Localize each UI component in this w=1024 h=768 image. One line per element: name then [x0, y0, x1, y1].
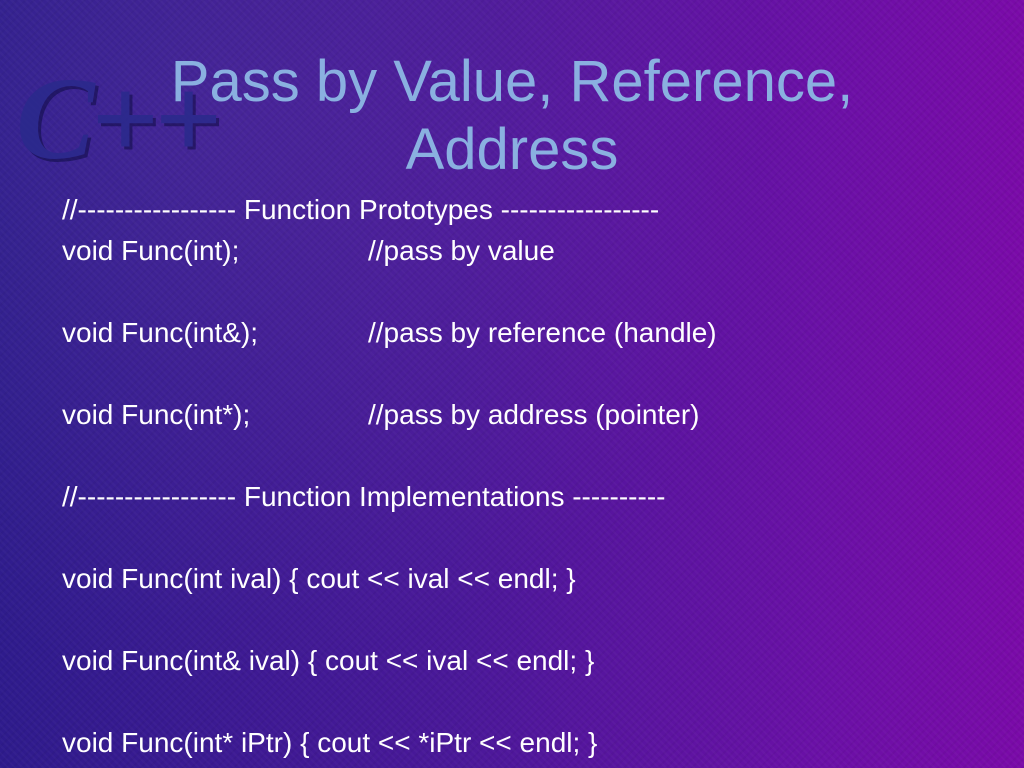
code-text: void Func(int*); — [62, 399, 251, 430]
code-comment: //pass by value — [368, 235, 555, 266]
code-line-1: //----------------- Function Prototypes … — [62, 189, 665, 230]
slide-title: Pass by Value, Reference, Address — [0, 48, 1024, 184]
code-line-3: void Func(int&); //pass by reference (han… — [62, 312, 717, 353]
code-line-4: void Func(int*); //pass by address (point… — [62, 394, 700, 435]
code-line-2: void Func(int); //pass by value — [62, 230, 665, 271]
code-line-blank — [62, 353, 665, 394]
code-comment: //pass by address (pointer) — [368, 399, 700, 430]
slide-title-line-2: Address — [405, 117, 619, 182]
code-line-6: void Func(int ival) { cout << ival << en… — [62, 558, 665, 599]
code-block: //----------------- Function Prototypes … — [62, 189, 717, 763]
code-text: void Func(int* iPtr) { cout << *iPtr << … — [62, 727, 598, 758]
code-line-blank — [62, 599, 665, 640]
code-line-blank — [62, 271, 665, 312]
code-text: //----------------- Function Implementat… — [62, 481, 666, 512]
code-text: void Func(int& ival) { cout << ival << e… — [62, 645, 595, 676]
code-comment: //pass by reference (handle) — [368, 317, 717, 348]
code-line-7: void Func(int& ival) { cout << ival << e… — [62, 640, 665, 681]
code-text: void Func(int); — [62, 235, 240, 266]
code-line-blank — [62, 517, 665, 558]
code-line-blank — [62, 435, 665, 476]
code-text: void Func(int&); — [62, 317, 259, 348]
code-line-blank — [62, 681, 665, 722]
code-text: //----------------- Function Prototypes … — [62, 194, 660, 225]
cpp-logo: C++ — [16, 53, 221, 184]
code-line-5: //----------------- Function Implementat… — [62, 476, 665, 517]
code-line-8: void Func(int* iPtr) { cout << *iPtr << … — [62, 722, 665, 763]
code-text: void Func(int ival) { cout << ival << en… — [62, 563, 576, 594]
slide-title-line-1: Pass by Value, Reference, — [170, 49, 854, 114]
